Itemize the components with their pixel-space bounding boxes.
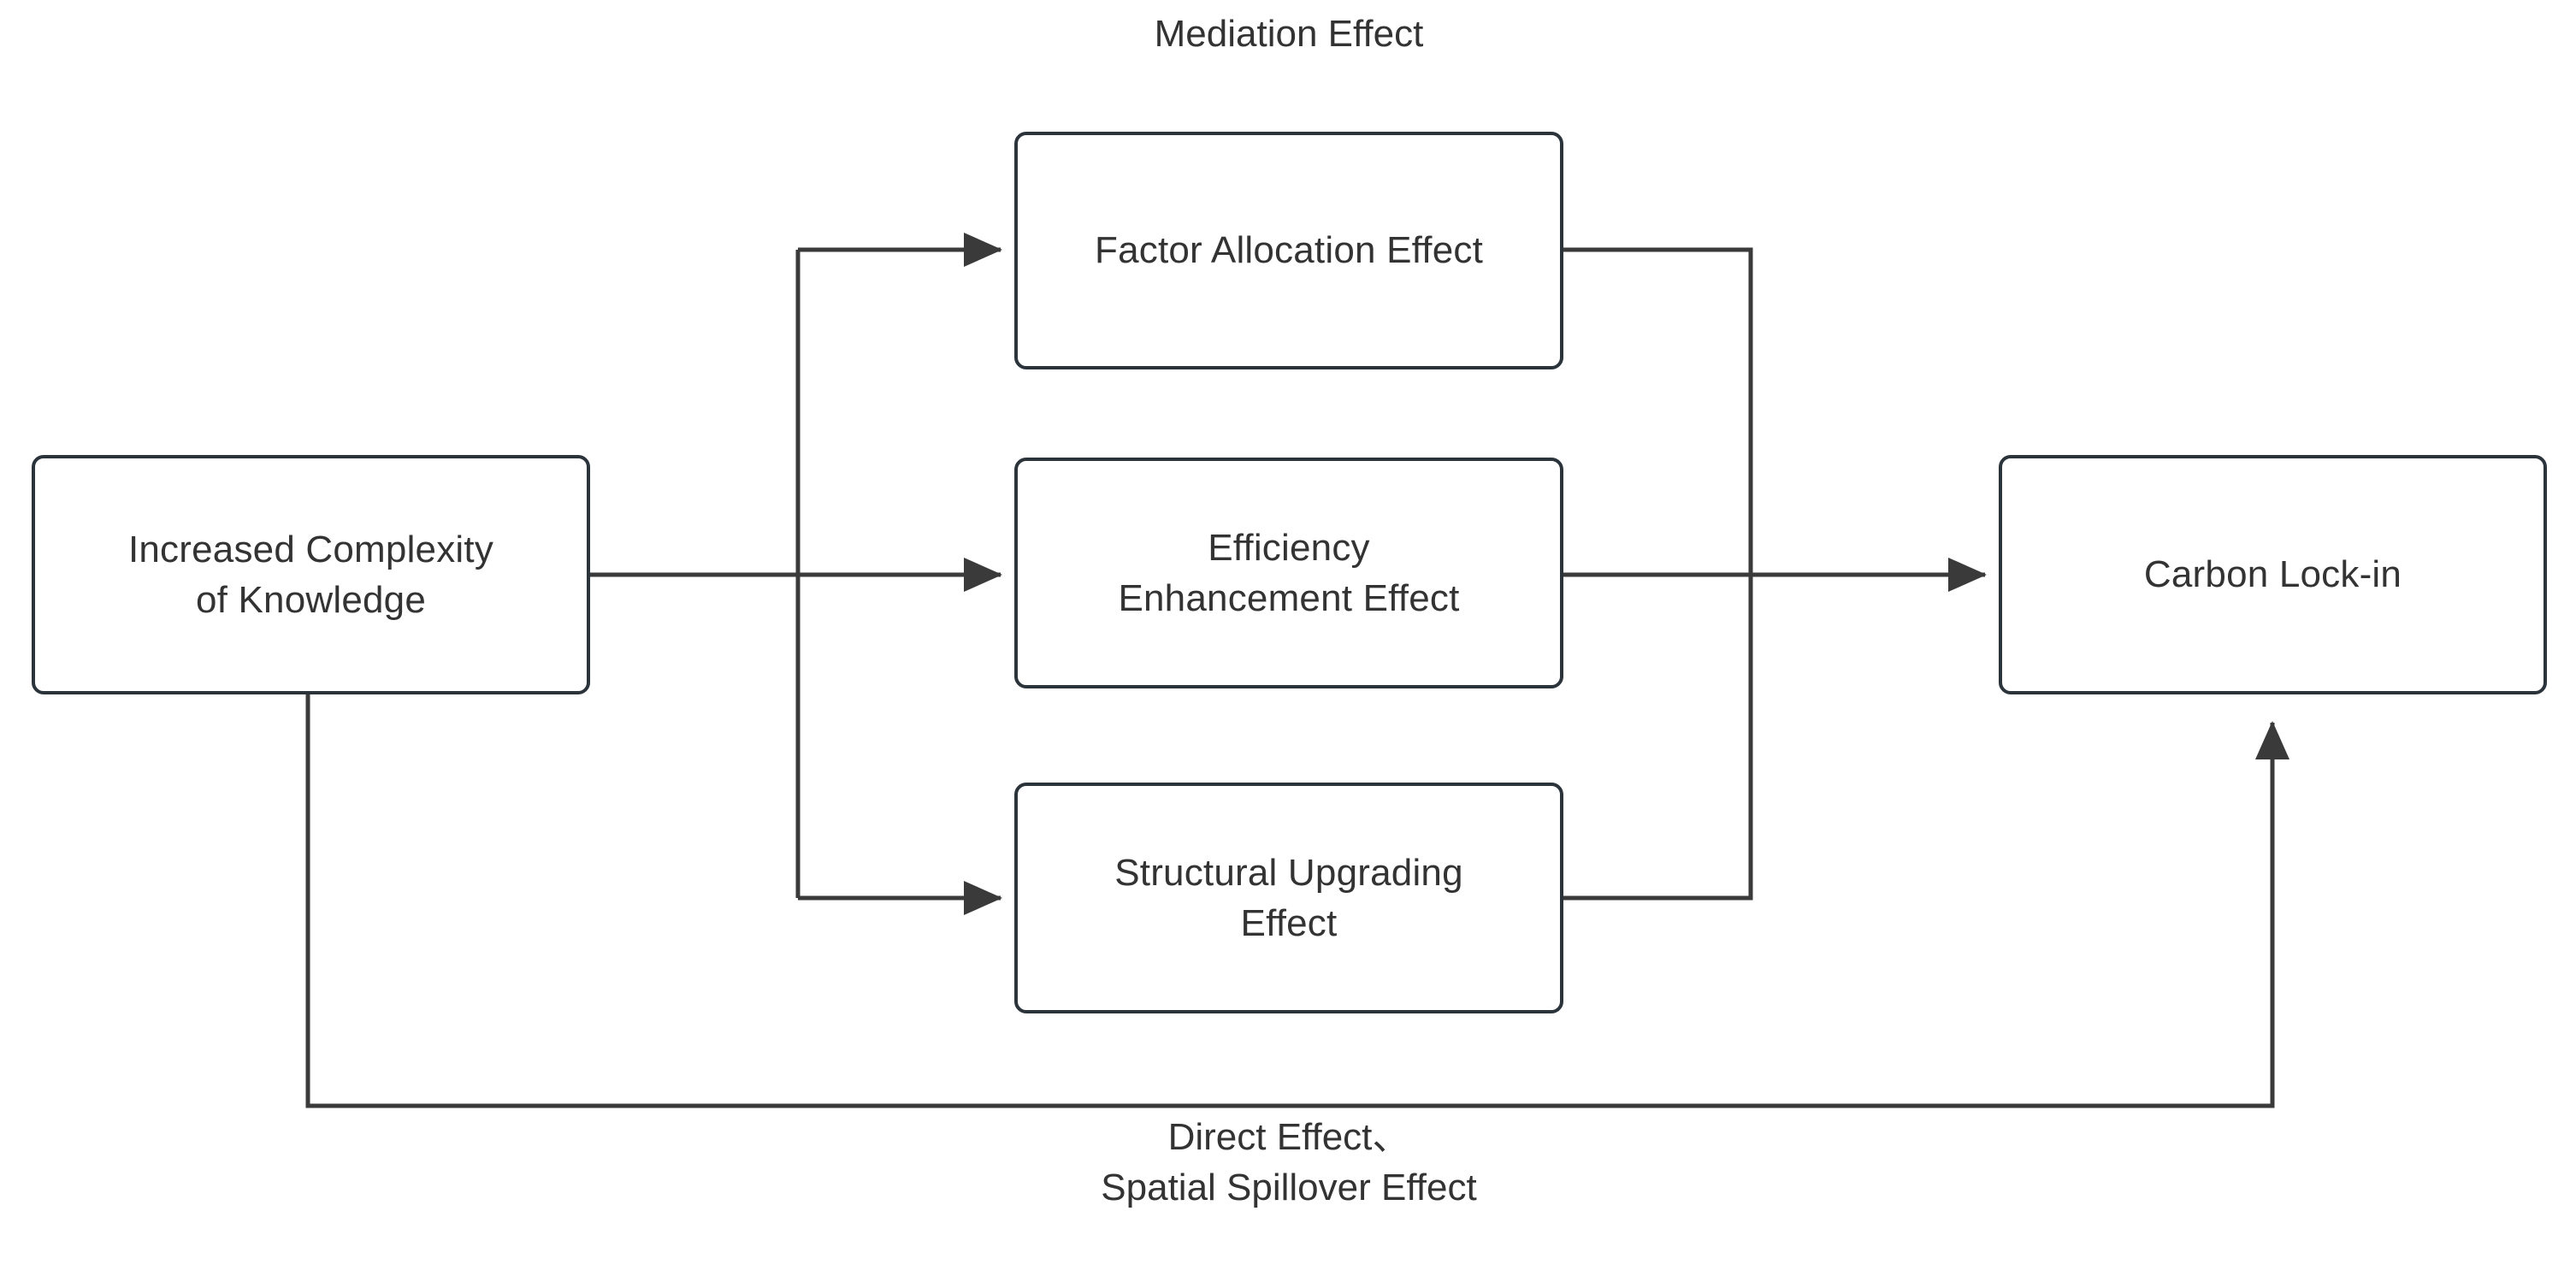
- node-factor-allocation-effect[interactable]: Factor Allocation Effect: [1014, 132, 1563, 369]
- node-carbon-lock-in[interactable]: Carbon Lock-in: [1999, 455, 2547, 694]
- direct-and-spatial-spillover-effect-label: Direct Effect、 Spatial Spillover Effect: [1101, 1116, 1477, 1209]
- edge-structural-to-target: [1563, 575, 1753, 901]
- mediation-effect-title: Mediation Effect: [1154, 13, 1424, 55]
- edge-source-to-branch: [590, 250, 801, 898]
- node-structural-upgrading-effect[interactable]: Structural Upgrading Effect: [1014, 783, 1563, 1013]
- node-increased-complexity-of-knowledge[interactable]: Increased Complexity of Knowledge: [32, 455, 590, 694]
- node-efficiency-enhancement-effect[interactable]: Efficiency Enhancement Effect: [1014, 458, 1563, 688]
- edge-factor-to-target: [1563, 247, 1753, 575]
